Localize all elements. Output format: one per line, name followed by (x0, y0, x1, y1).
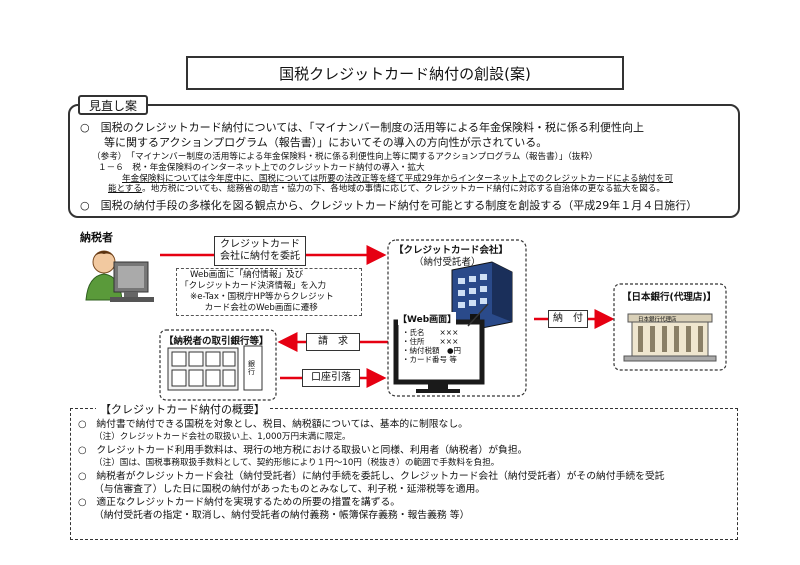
reference-line2: １－６ 税・年金保険料のインターネット上でのクレジットカード納付の導入・拡大 (98, 163, 425, 173)
summary-item-1: ○ 納付書で納付できる国税を対象とし、税目、納税額については、基本的に制限なし。 (78, 419, 468, 430)
web-screen-field-address: ・住所 ××× (402, 337, 459, 346)
bank-sign: 銀行 (248, 360, 255, 376)
boj-label: 【日本銀行(代理店)】 (622, 292, 717, 303)
reference-line1: （参考） 「マイナンバー制度の活用等による年金保険料・税に係る利便性向上等に関す… (92, 152, 598, 162)
web-note-box (176, 268, 362, 316)
summary-item-4-note: （納付受託者の指定・取消し、納付受託者の納付義務・帳簿保存義務・報告義務 等） (94, 510, 470, 521)
summary-item-3-cont: （与信審査了）した日に国税の納付があったものとみなして、利子税・延滞税等を適用。 (94, 484, 486, 495)
review-point2: ○ 国税の納付手段の多様化を図る観点から、クレジットカード納付を可能とする制度を… (80, 199, 698, 212)
web-screen-fields: ・氏名 ××× ・住所 ××× ・納付税額 ●円 ・カード番号 等 (402, 328, 461, 364)
reference-line4-rest: 。地方税についても、総務省の助言・協力の下、各地域の事情に応じて、クレジットカー… (142, 184, 665, 194)
review-panel (68, 104, 740, 218)
summary-item-3: ○ 納税者がクレジットカード会社（納付受託者）に納付手続を委託し、クレジットカー… (78, 471, 665, 482)
reference-line3: 年金保険料については今年度中に、国税については所要の法改正等を経て平成29年から… (122, 174, 673, 184)
taxpayer-bank-label: 【納税者の取引銀行等】 (164, 336, 269, 347)
bank-building-icon (623, 313, 717, 362)
page-title: 国税クレジットカード納付の創設(案) (186, 56, 624, 90)
boj-sign: 日本銀行代理店 (638, 317, 677, 323)
summary-item-4: ○ 適正なクレジットカード納付を実現するための所要の措置を講ずる。 (78, 497, 401, 508)
web-screen-field-card: ・カード番号 等 (402, 355, 457, 364)
billing-label: 請 求 (306, 333, 360, 351)
summary-item-2-note: （注）国は、国税事務取扱手数料として、契約形態により１円～10円（税抜き）の範囲… (94, 458, 500, 468)
reference-line4: 能とする。地方税についても、総務省の助言・協力の下、各地域の事情に応じて、クレジ… (108, 184, 665, 195)
delegate-label-line2: 会社に納付を委託 (220, 251, 300, 262)
web-note-line2: 「クレジットカード決済情報」を入力 (180, 281, 327, 291)
card-company-label: 【クレジットカード会社】 (394, 245, 509, 256)
web-note-line1: Web画面に「納付情報」及び (190, 270, 304, 280)
summary-tag: 【クレジットカード納付の概要】 (96, 401, 269, 417)
card-company-sublabel: （納付受託者） (414, 257, 481, 268)
web-screen-pointer-line (467, 303, 489, 327)
web-note-line4: カード会社のWeb画面に遷移 (196, 303, 318, 313)
web-screen-field-tax: ・納付税額 ●円 (402, 346, 462, 355)
web-screen-label: 【Web画面】 (398, 312, 457, 325)
review-point1-line2: 等に関するアクションプログラム（報告書）」においてその導入の方向性が示されている… (104, 136, 548, 149)
review-tag: 見直し案 (78, 95, 148, 115)
web-screen-field-name: ・氏名 ××× (402, 328, 459, 337)
delegate-label-box: クレジットカード会社に納付を委託 (214, 236, 306, 266)
payment-label: 納 付 (548, 310, 588, 328)
reference-line4-underlined: 能とする (108, 184, 143, 194)
web-note-line3: ※e-Tax・国税庁HP等からクレジット (190, 292, 334, 302)
taxpayer-label: 納税者 (80, 231, 113, 244)
atm-machines-icon (167, 345, 263, 391)
delegate-label-line1: クレジットカード (220, 239, 300, 250)
debit-label: 口座引落 (302, 369, 360, 387)
summary-panel (70, 408, 738, 540)
computer-monitor-icon (110, 261, 154, 302)
summary-item-2: ○ クレジットカード利用手数料は、現行の地方税における取扱いと同様、利用者（納税… (78, 445, 528, 456)
summary-item-1-note: （注）クレジットカード会社の取扱い上、1,000万円未満に限定。 (94, 432, 351, 442)
summary-list: ○ 納付書で納付できる国税を対象とし、税目、納税額については、基本的に制限なし。… (78, 418, 665, 522)
review-point1-line1: ○ 国税のクレジットカード納付については、「マイナンバー制度の活用等による年金保… (80, 121, 644, 134)
